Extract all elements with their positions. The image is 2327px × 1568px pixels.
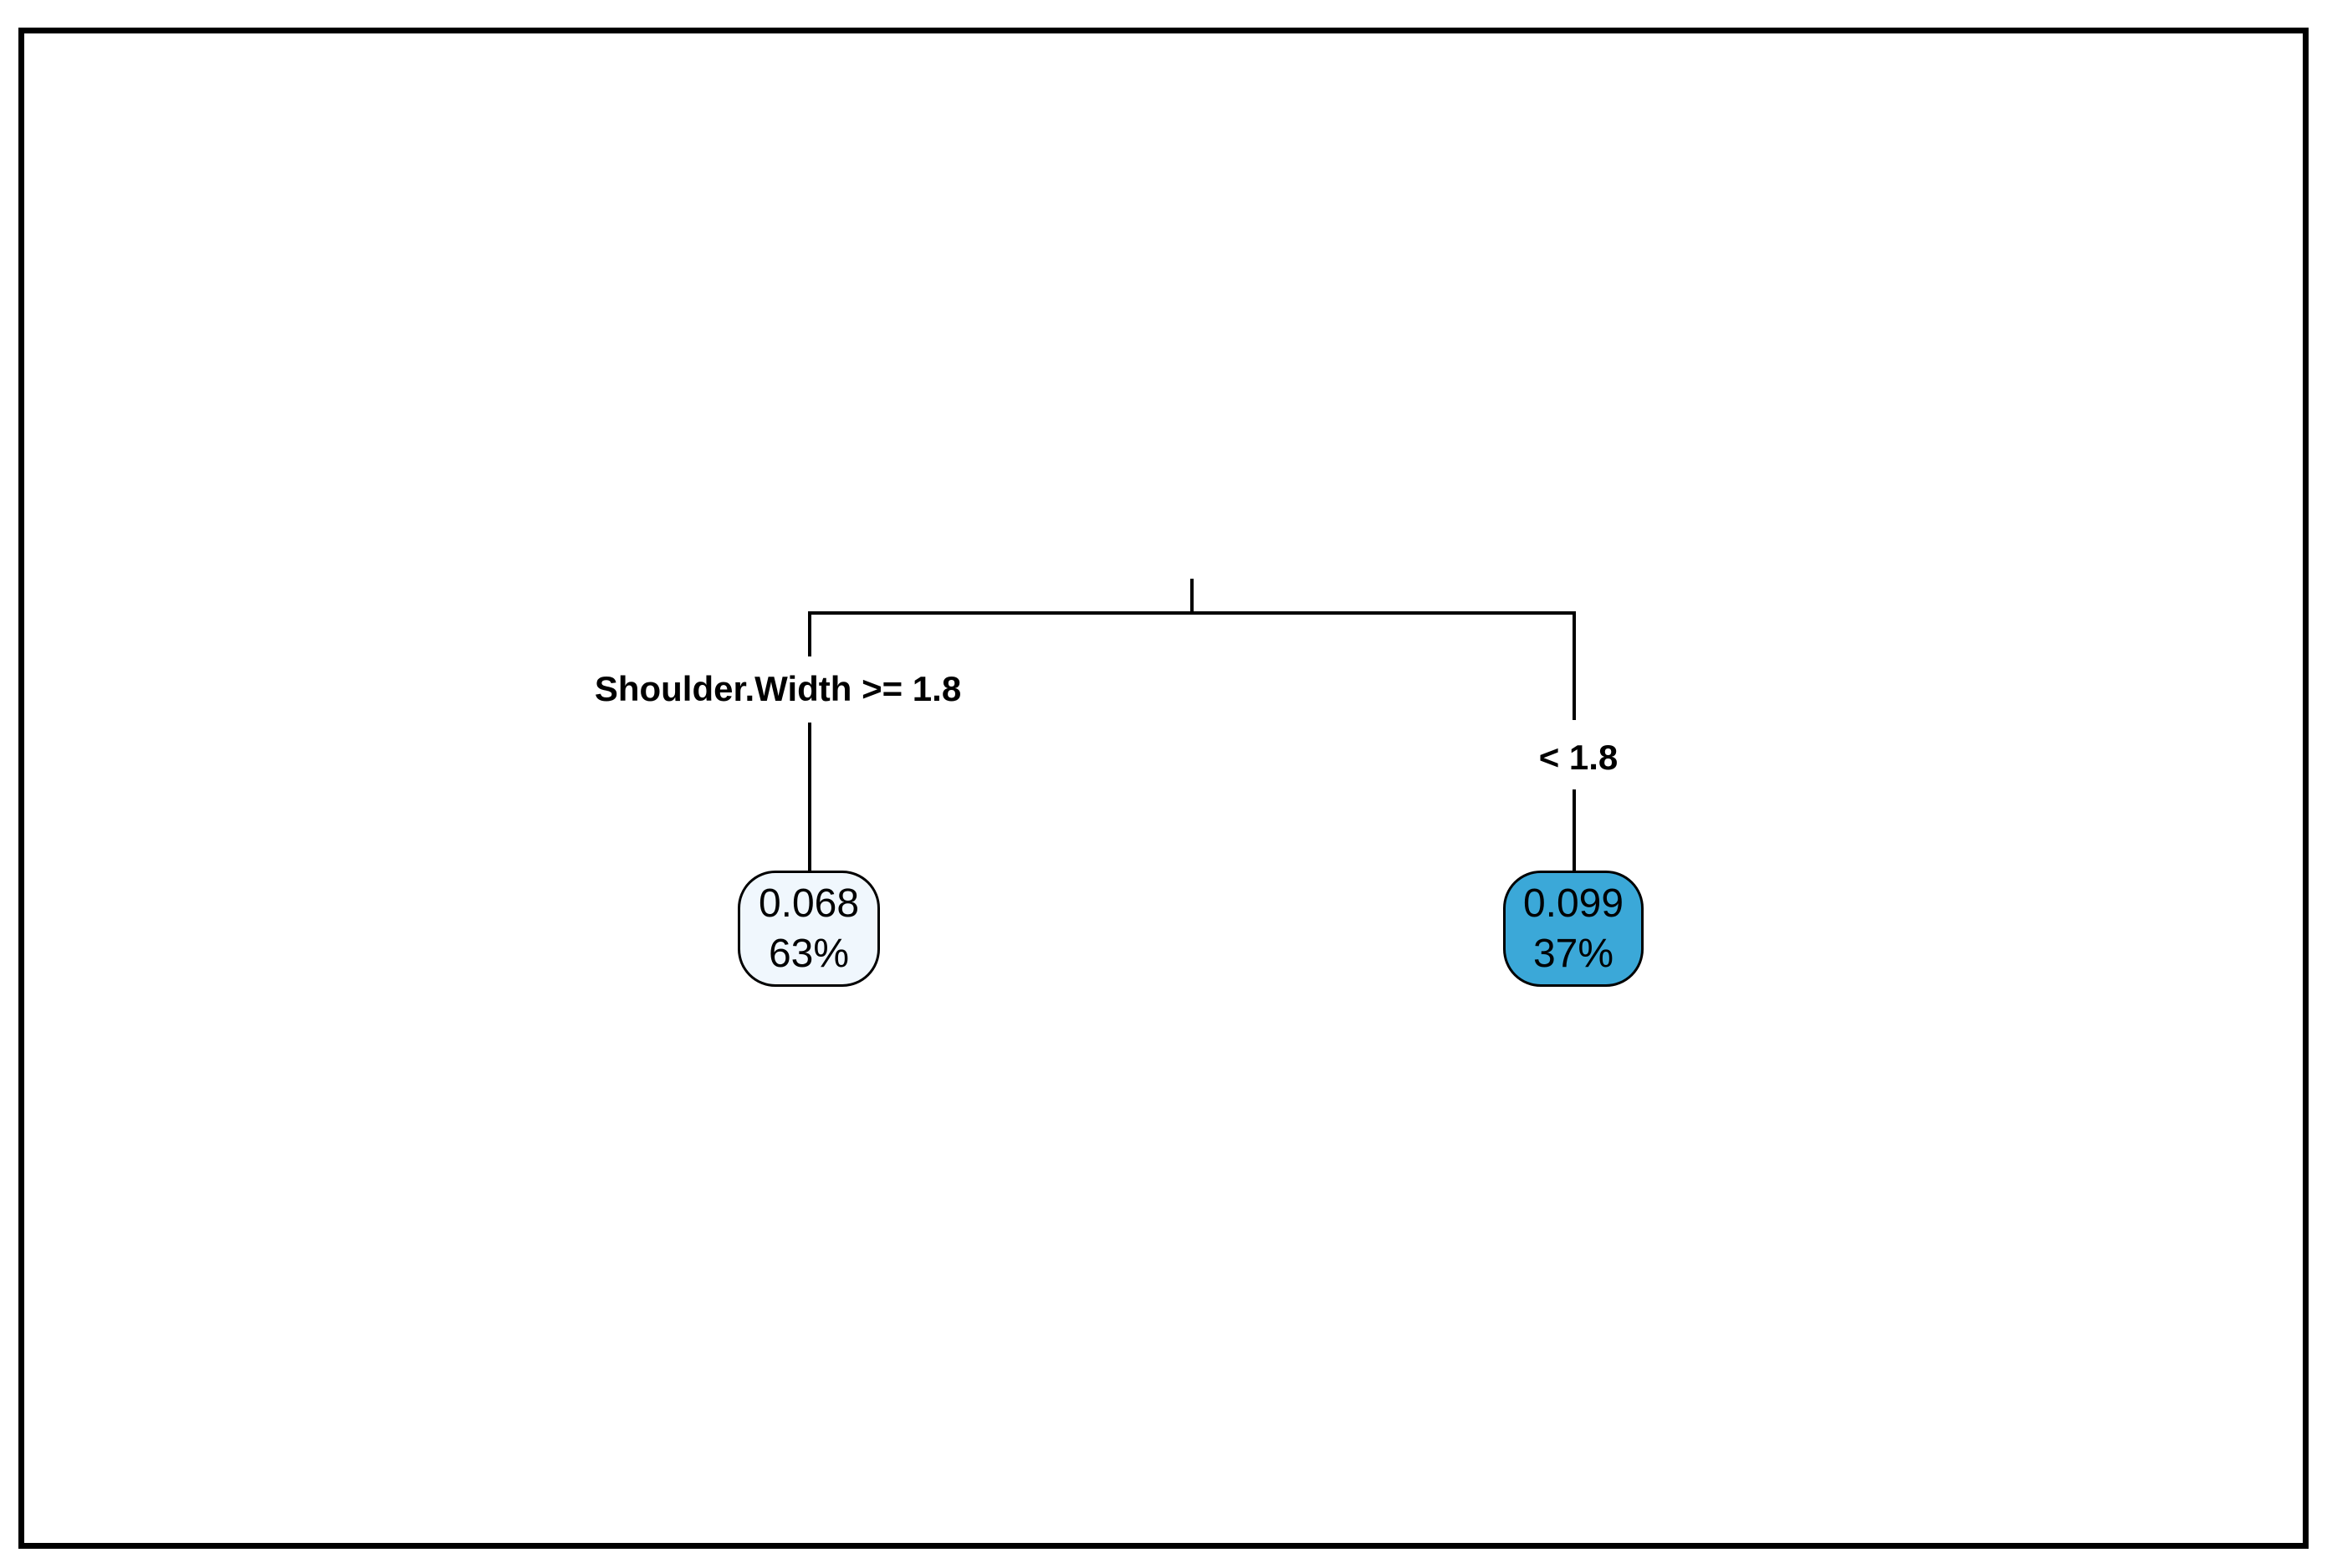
right-branch-edge-lower <box>1573 789 1576 873</box>
split-label-left: Shoulder.Width >= 1.8 <box>589 669 967 709</box>
split-label-right: < 1.8 <box>1533 738 1624 778</box>
left-branch-edge-upper <box>808 611 811 656</box>
leaf-node-right: 0.099 37% <box>1503 871 1644 987</box>
leaf-right-percent: 37% <box>1532 931 1614 976</box>
split-horizontal-edge <box>808 611 1576 615</box>
right-branch-edge-upper <box>1573 611 1576 720</box>
root-edge <box>1190 579 1194 615</box>
left-branch-edge-lower <box>808 723 811 873</box>
leaf-left-percent: 63% <box>768 931 850 976</box>
leaf-left-value: 0.068 <box>758 881 860 926</box>
leaf-right-value: 0.099 <box>1522 881 1624 926</box>
plot-frame <box>18 28 2309 1549</box>
leaf-node-left: 0.068 63% <box>738 871 880 987</box>
